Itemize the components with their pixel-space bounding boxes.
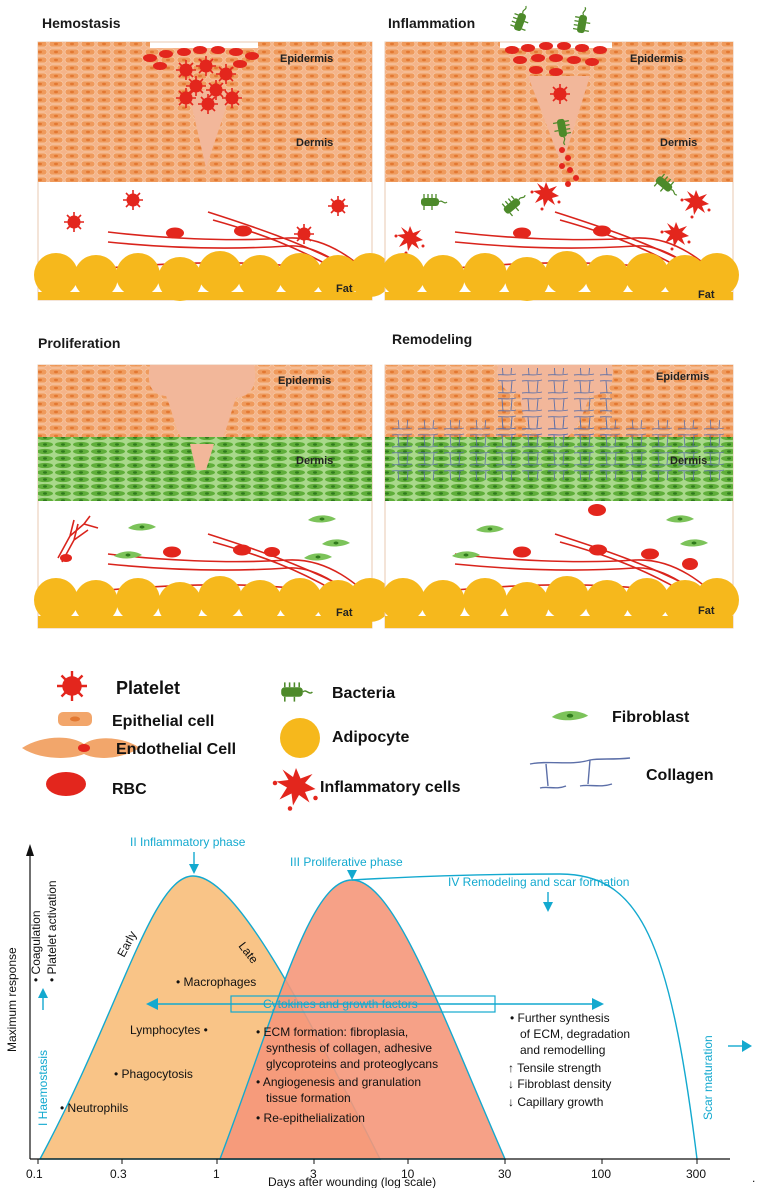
panel-hemostasis: Hemostasis Epidermis Dermis Fat <box>34 15 392 301</box>
x-axis-label: Days after wounding (log scale) <box>268 1175 436 1188</box>
label-dermis: Dermis <box>296 455 333 467</box>
cytokines-label: Cytokines and growth factors <box>263 997 418 1011</box>
legend: Platelet Epithelial cell Endothelial Cel… <box>22 669 714 811</box>
fibroblast-density-label: ↓ Fibroblast density <box>508 1077 611 1091</box>
inflammatory-cell-icon <box>272 768 318 811</box>
legend-epithelial-cell: Epithelial cell <box>112 713 214 730</box>
further-synthesis-line-3: and remodelling <box>520 1043 605 1057</box>
label-epidermis: Epidermis <box>278 375 331 387</box>
rbc-icon <box>46 772 86 796</box>
x-tick-100: 100 <box>591 1167 611 1181</box>
legend-inflammatory-cells: Inflammatory cells <box>320 779 461 796</box>
panel-remodeling: Remodeling Epidermis Dermis Fat <box>381 331 739 629</box>
phagocytosis-label: • Phagocytosis <box>114 1067 193 1081</box>
collagen-icon <box>529 757 631 789</box>
re-epithelialization-label: • Re-epithelialization <box>256 1111 365 1125</box>
label-fat: Fat <box>698 605 715 617</box>
clot-rbc-cluster <box>505 42 607 187</box>
ecm-line-2: synthesis of collagen, adhesive <box>266 1041 432 1055</box>
x-tick-0.3: 0.3 <box>110 1167 127 1181</box>
panel-proliferation: Proliferation Epidermis Dermis Fat <box>34 335 392 629</box>
ecm-line-1: • ECM formation: fibroplasia, <box>256 1025 408 1039</box>
wound-gap <box>188 90 232 168</box>
macrophages-label: • Macrophages <box>176 975 256 989</box>
legend-endothelial-cell: Endothelial Cell <box>116 741 236 758</box>
fibroblast-icon <box>551 710 589 721</box>
panel-inflammation: Inflammation Epidermis Dermis Fat <box>381 2 739 301</box>
panel-title-inflammation: Inflammation <box>388 15 475 31</box>
label-epidermis: Epidermis <box>630 53 683 65</box>
label-dermis: Dermis <box>670 455 707 467</box>
capillary-growth-label: ↓ Capillary growth <box>508 1095 603 1109</box>
platelet-activation-label: • Platelet activation <box>45 880 59 982</box>
x-tick-30: 30 <box>498 1167 512 1181</box>
x-tick-0.1: 0.1 <box>26 1167 43 1181</box>
x-tick-10: 10 <box>401 1167 415 1181</box>
angiogenesis-line-2: tissue formation <box>266 1091 351 1105</box>
legend-collagen: Collagen <box>646 767 714 784</box>
lymphocytes-label: Lymphocytes • <box>130 1023 208 1037</box>
inflammatory-phase-title: II Inflammatory phase <box>130 835 246 849</box>
proliferative-phase-title: III Proliferative phase <box>290 855 403 869</box>
remodeling-phase-curve <box>351 873 698 1160</box>
epithelial-plug <box>148 365 256 444</box>
legend-bacteria: Bacteria <box>332 685 395 702</box>
label-dermis: Dermis <box>660 137 697 149</box>
cytokines-arrow <box>146 995 604 1013</box>
panel-title-proliferation: Proliferation <box>38 335 120 351</box>
label-fat: Fat <box>336 607 353 619</box>
further-synthesis-line-1: • Further synthesis <box>510 1011 610 1025</box>
rbc-in-vessel <box>166 225 252 239</box>
legend-platelet: Platelet <box>116 678 180 698</box>
legend-adipocyte: Adipocyte <box>332 729 409 746</box>
panel-title-hemostasis: Hemostasis <box>42 15 121 31</box>
label-fat: Fat <box>336 283 353 295</box>
ecm-line-3: glycoproteins and proteoglycans <box>266 1057 438 1071</box>
y-axis-label: Maximum response <box>5 947 19 1052</box>
platelet-icon <box>55 669 89 703</box>
remodeling-phase-title: IV Remodeling and scar formation <box>448 875 629 889</box>
wound-healing-timeline: 0.1 0.3 1 3 10 30 100 300 Days after wou… <box>5 835 755 1188</box>
label-fat: Fat <box>698 289 715 301</box>
label-epidermis: Epidermis <box>656 371 709 383</box>
neutrophils-label: • Neutrophils <box>60 1101 128 1115</box>
endothelial-cell-icon <box>22 737 140 758</box>
label-epidermis: Epidermis <box>280 53 333 65</box>
epithelial-cell-icon <box>58 712 92 726</box>
x-ticks <box>37 1159 698 1164</box>
panel-title-remodeling: Remodeling <box>392 331 472 347</box>
label-dermis: Dermis <box>296 137 333 149</box>
further-synthesis-line-2: of ECM, degradation <box>520 1027 630 1041</box>
x-tick-300: 300 <box>686 1167 706 1181</box>
scar-maturation-label: Scar maturation <box>701 1035 715 1120</box>
x-tick-3: 3 <box>310 1167 317 1181</box>
clot-rbc-cluster <box>143 46 259 115</box>
tensile-strength-label: ↑ Tensile strength <box>508 1061 601 1075</box>
legend-rbc: RBC <box>112 781 147 798</box>
adipocyte-icon <box>280 718 320 758</box>
x-tick-1: 1 <box>213 1167 220 1181</box>
legend-fibroblast: Fibroblast <box>612 709 690 726</box>
bacteria-icon <box>280 681 314 703</box>
haemostasis-label: I Haemostasis <box>36 1050 50 1126</box>
angiogenesis-line-1: • Angiogenesis and granulation <box>256 1075 421 1089</box>
trailing-dot: . <box>752 1171 755 1185</box>
coagulation-label: • Coagulation <box>29 910 43 982</box>
